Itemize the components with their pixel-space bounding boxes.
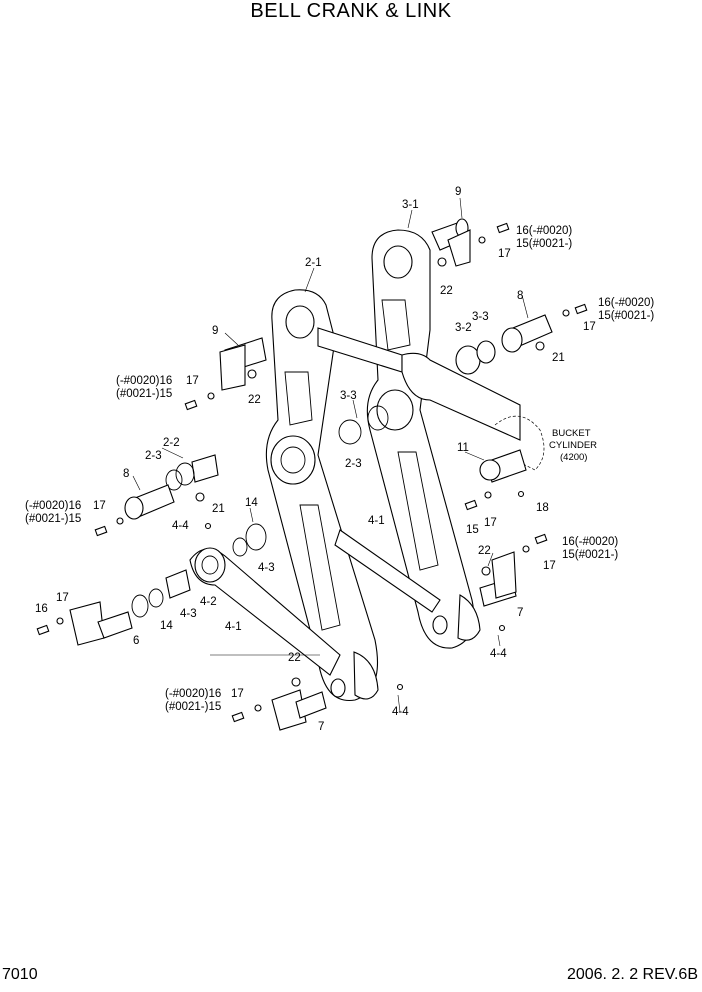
callout-label: 8 bbox=[517, 290, 523, 302]
callout-label: 17 bbox=[583, 321, 596, 333]
callout-label: 4-4 bbox=[172, 520, 189, 532]
leader-lines bbox=[132, 197, 529, 713]
pin-7-right bbox=[479, 551, 517, 607]
callout-label: 22 bbox=[478, 545, 491, 557]
callout-label: 16(-#0020) bbox=[562, 536, 618, 548]
callout-label: 4-2 bbox=[200, 596, 217, 608]
bell-crank-left bbox=[265, 289, 379, 702]
cross-shaft bbox=[317, 327, 545, 471]
callout-label: (-#0020)16 bbox=[165, 688, 221, 700]
callout-label: 22 bbox=[440, 285, 453, 297]
callout-label: 9 bbox=[455, 186, 461, 198]
callout-label: 2-3 bbox=[345, 458, 362, 470]
callout-label: 6 bbox=[133, 635, 139, 647]
pin-8-right bbox=[501, 314, 553, 353]
callout-label: (4200) bbox=[560, 452, 587, 463]
callout-label: (-#0020)16 bbox=[116, 375, 172, 387]
callout-label: (#0021-)15 bbox=[25, 513, 81, 525]
callout-label: 9 bbox=[212, 325, 218, 337]
callout-label: (-#0020)16 bbox=[25, 500, 81, 512]
hardware bbox=[36, 222, 588, 723]
callout-label: 4-4 bbox=[490, 648, 507, 660]
callout-label: 17 bbox=[543, 560, 556, 572]
bushing-3-2 bbox=[455, 340, 496, 375]
callout-label: 4-1 bbox=[225, 621, 242, 633]
callout-label: 21 bbox=[212, 503, 225, 515]
bushing-4-2 bbox=[131, 569, 191, 618]
callout-label: 7 bbox=[318, 721, 324, 733]
pin-11 bbox=[479, 449, 527, 483]
callout-label: 18 bbox=[536, 502, 549, 514]
callout-label: 14 bbox=[245, 497, 258, 509]
callout-label: 17 bbox=[186, 375, 199, 387]
callout-label: 15(#0021-) bbox=[562, 549, 618, 561]
callout-label: 2-1 bbox=[305, 257, 322, 269]
seal-3-3-left bbox=[338, 405, 389, 445]
callout-label: 16 bbox=[35, 603, 48, 615]
pin-6 bbox=[69, 601, 133, 646]
callout-label: 4-3 bbox=[258, 562, 275, 574]
pin-left-9 bbox=[219, 337, 267, 391]
callout-label: 3-2 bbox=[455, 322, 472, 334]
callout-label: 15(#0021-) bbox=[598, 310, 654, 322]
pin-7-bottom bbox=[271, 689, 327, 731]
callout-label: 16(-#0020) bbox=[598, 297, 654, 309]
callout-label: 3-1 bbox=[402, 199, 419, 211]
callout-label: 4-3 bbox=[180, 608, 197, 620]
callout-labels: 9 3-1 16(-#0020) 15(#0021-) 17 2-1 22 8 … bbox=[25, 186, 654, 733]
callout-label: 17 bbox=[484, 517, 497, 529]
callout-label: 17 bbox=[498, 248, 511, 260]
callout-label: 4-4 bbox=[392, 706, 409, 718]
callout-label: 11 bbox=[457, 442, 469, 454]
link-left bbox=[189, 547, 341, 676]
page-code: 7010 bbox=[2, 966, 38, 983]
callout-label: 3-3 bbox=[472, 311, 489, 323]
callout-label: 2-3 bbox=[145, 450, 162, 462]
callout-label: 22 bbox=[288, 652, 301, 664]
revision-date: 2006. 2. 2 REV.6B bbox=[566, 966, 698, 983]
seal-14-upper bbox=[232, 523, 267, 557]
callout-label: 3-3 bbox=[340, 390, 357, 402]
pin-top-9 bbox=[431, 218, 471, 267]
link-right bbox=[334, 529, 441, 613]
callout-label: 21 bbox=[552, 352, 565, 364]
callout-label: (#0021-)15 bbox=[116, 388, 172, 400]
callout-label: 14 bbox=[160, 620, 173, 632]
callout-label: 4-1 bbox=[368, 515, 385, 527]
callout-label: 16(-#0020) bbox=[516, 225, 572, 237]
callout-label: 7 bbox=[517, 607, 523, 619]
diagram-title: BELL CRANK & LINK bbox=[250, 0, 452, 22]
bushing-2-2 bbox=[165, 454, 219, 491]
callout-label: 17 bbox=[56, 592, 69, 604]
callout-label: 17 bbox=[231, 688, 244, 700]
callout-label: BUCKET bbox=[552, 428, 591, 439]
callout-label: CYLINDER bbox=[549, 440, 597, 451]
callout-label: 2-2 bbox=[163, 437, 180, 449]
callout-label: 8 bbox=[123, 468, 129, 480]
callout-label: 15 bbox=[466, 524, 479, 536]
callout-label: (#0021-)15 bbox=[165, 701, 221, 713]
callout-label: 15(#0021-) bbox=[516, 238, 572, 250]
callout-label: 17 bbox=[93, 500, 106, 512]
pin-8-left bbox=[124, 484, 175, 520]
callout-label: 22 bbox=[248, 394, 261, 406]
bell-crank-right bbox=[366, 229, 481, 649]
